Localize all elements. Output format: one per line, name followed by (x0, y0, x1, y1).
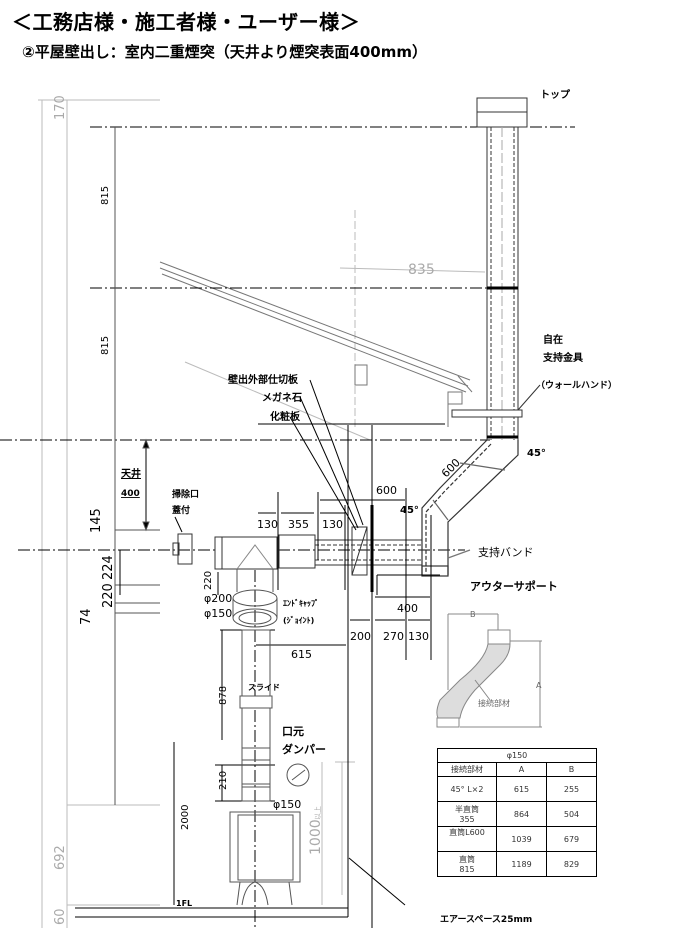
table-cell-a: 615 (496, 776, 547, 802)
table-header: B (546, 762, 597, 777)
table-cell-b: 255 (546, 776, 597, 802)
dim-835: 835 (408, 262, 435, 278)
label-angle-lower: 45° (400, 505, 419, 516)
dim-220-left: 220 (101, 583, 116, 608)
dim-1000-over: 以上 (313, 806, 322, 820)
label-air-space: エアースペース25mm (440, 914, 532, 925)
dim-815-lower: 815 (100, 336, 111, 355)
dim-878: 878 (218, 686, 229, 705)
label-outer-support: アウターサポート (470, 579, 558, 593)
grey-dimension-lines (38, 99, 486, 928)
dim-2000: 2000 (180, 805, 191, 830)
table-cell-a: 1189 (496, 851, 547, 877)
part-name: 直筒 (459, 855, 475, 864)
label-free-support-2: 支持金具 (542, 351, 583, 364)
label-damper-1: 口元 (282, 725, 304, 738)
roof (159, 261, 473, 427)
dimension-chain (114, 127, 160, 805)
label-joint-part: 接続部材 (478, 698, 510, 708)
label-damper-2: ダンパー (282, 742, 326, 756)
label-slide: スライド (248, 683, 280, 692)
table-header: A (496, 762, 547, 777)
table-row: 45° L×2 615 255 (437, 776, 597, 802)
part-size: 815 (459, 865, 475, 874)
dim-200: 200 (350, 630, 371, 643)
dim-130-c: 130 (408, 630, 429, 643)
label-endcap-1: ｴﾝﾄﾞｷｬｯﾌﾟ (283, 598, 319, 608)
dim-210: 210 (218, 771, 229, 790)
table-cell-a: 864 (496, 801, 547, 827)
label-ceiling: 天井 (121, 467, 141, 480)
label-ceiling-value: 400 (121, 489, 140, 499)
page-subtitle: ②平屋壁出し：室内二重煙突（天井より煙突表面400mm） (22, 43, 427, 61)
label-floor: 1FL (176, 899, 192, 908)
part-size: 355 (459, 815, 475, 824)
dimension-labels: 170 815 815 835 600 600 130 355 130 145 … (53, 95, 463, 925)
label-megane-stone: メガネ石 (262, 391, 302, 404)
label-phi150-bottom: φ150 (273, 798, 301, 811)
elbow-section (421, 439, 519, 577)
dim-130-b: 130 (322, 518, 343, 531)
label-phi200: φ200 (204, 592, 232, 605)
dim-692: 692 (53, 845, 68, 870)
dim-224: 224 (101, 555, 116, 580)
wood-stove (229, 811, 301, 906)
cleanout-ring (232, 569, 278, 628)
dim-1000: 1000 (308, 819, 324, 855)
table-cell-a: 1039 (496, 826, 547, 852)
table-cell-b: 504 (546, 801, 597, 827)
table-cell-b: 679 (546, 826, 597, 852)
dim-270: 270 (383, 630, 404, 643)
label-phi150-top: φ150 (204, 607, 232, 620)
joint-part-inset (436, 613, 542, 728)
label-partition-plate: 壁出外部仕切板 (228, 373, 299, 386)
chimney-top (451, 97, 541, 440)
label-free-support-1: 自在 (543, 333, 563, 346)
dim-600: 600 (376, 484, 397, 497)
label-support-band: 支持バンド (478, 545, 534, 559)
label-decor-plate: 化粧板 (270, 410, 301, 423)
horizontal-dimensions (119, 488, 432, 905)
wall (75, 379, 445, 928)
label-cleanout-1: 掃除口 (172, 488, 199, 500)
dim-355: 355 (288, 518, 309, 531)
labels: トップ 自在 支持金具 （ウォールハンド） 45° 45° 壁出外部仕切板 メガ… (121, 88, 617, 925)
label-wall-band: （ウォールハンド） (536, 380, 617, 391)
label-endcap-2: (ｼﾞｮｲﾝﾄ) (283, 615, 314, 625)
dim-400: 400 (397, 602, 418, 615)
dim-130-a: 130 (257, 518, 278, 531)
dim-74: 74 (79, 608, 94, 625)
dim-220: 220 (203, 571, 214, 590)
dim-815-upper: 815 (100, 186, 111, 205)
part-name: 半直筒 (455, 805, 479, 814)
inset-b-label: B (470, 610, 476, 619)
dim-60: 60 (53, 908, 68, 925)
table-row: 直筒L600 1039 679 (437, 826, 597, 852)
dim-145: 145 (89, 508, 104, 533)
label-cleanout-2: 蓋付 (172, 504, 190, 516)
table-cell-b: 829 (546, 851, 597, 877)
table-cell-part: 直筒L600 (437, 826, 497, 852)
dim-615: 615 (291, 648, 312, 661)
table-title: φ150 (437, 748, 597, 763)
horizontal-pipe (172, 516, 422, 576)
stove-pipe (239, 629, 310, 802)
inset-a-label: A (536, 681, 542, 690)
table-cell-part: 45° L×2 (437, 776, 497, 802)
table-header: 接続部材 (437, 762, 497, 777)
label-angle-upper: 45° (527, 448, 546, 459)
page-title: ＜工務店様・施工者様・ユーザー様＞ (12, 10, 361, 34)
label-top: トップ (540, 88, 571, 101)
dim-170: 170 (53, 95, 68, 120)
